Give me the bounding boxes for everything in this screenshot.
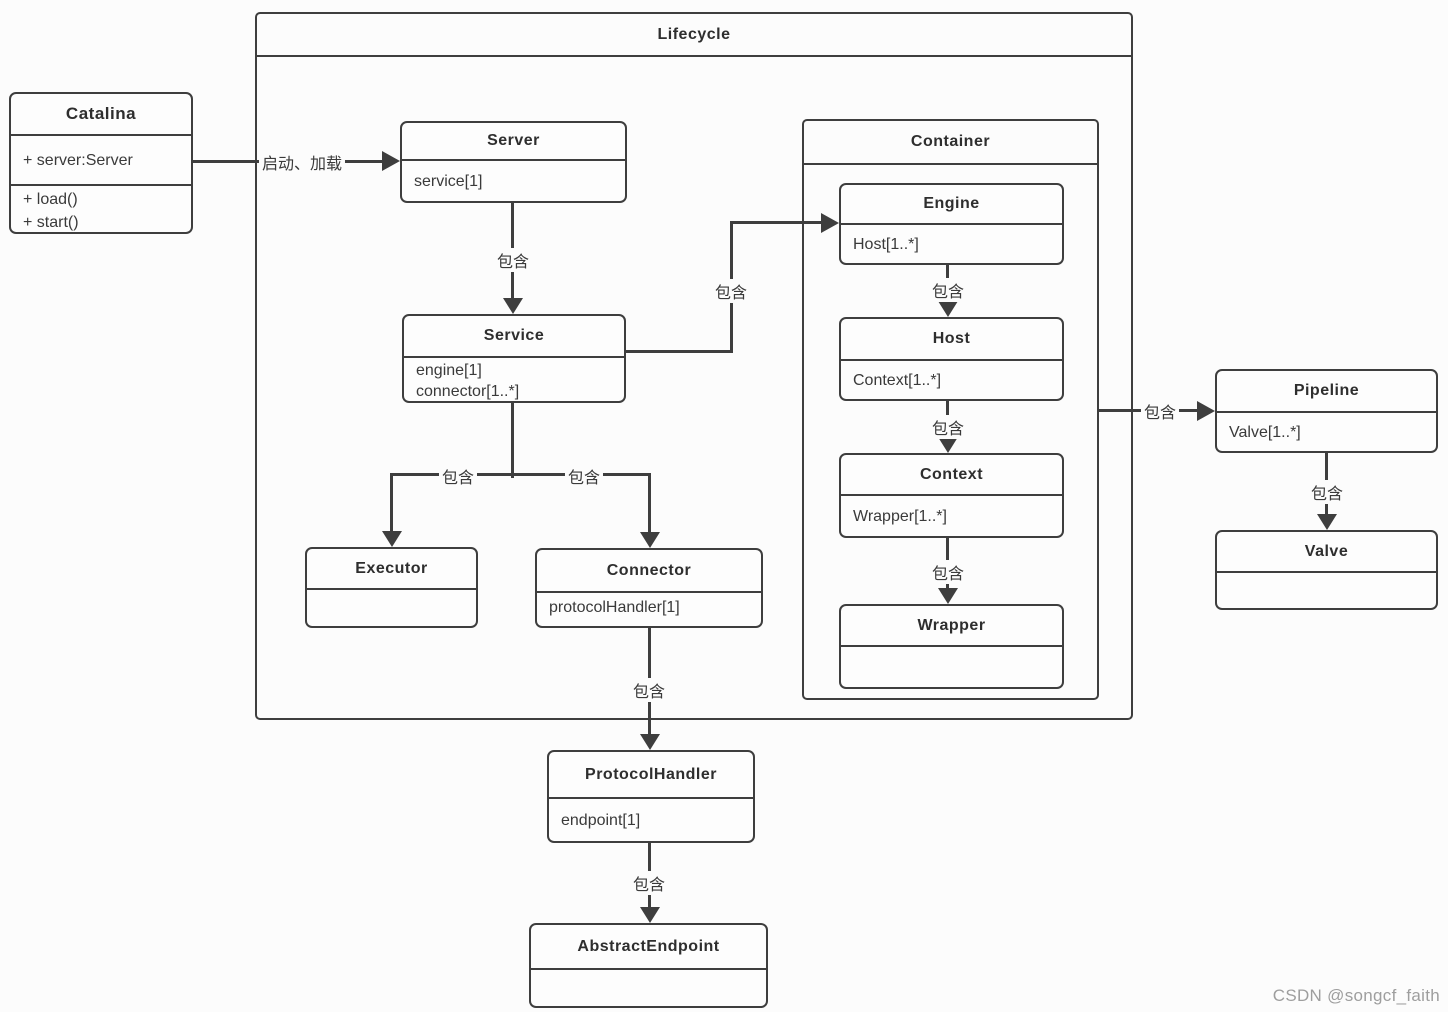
- edge-container-pipeline-arrowhead: [1197, 401, 1215, 421]
- edge-service-engine-line-3: [732, 221, 821, 224]
- class-protocolhandler-attributes: endpoint[1]: [549, 799, 753, 841]
- edge-host-context-label: 包含: [928, 415, 968, 439]
- class-service: Service engine[1] connector[1..*]: [402, 314, 626, 403]
- frame-lifecycle-title: Lifecycle: [257, 14, 1131, 57]
- class-engine-attributes: Host[1..*]: [841, 225, 1062, 263]
- edge-service-split-stem: [511, 403, 514, 478]
- class-context: Context Wrapper[1..*]: [839, 453, 1064, 538]
- class-catalina-attributes: + server:Server: [11, 136, 191, 184]
- class-context-attributes: Wrapper[1..*]: [841, 496, 1062, 536]
- edge-service-engine-label: 包含: [711, 279, 751, 303]
- class-catalina: Catalina + server:Server + load() + star…: [9, 92, 193, 234]
- class-valve: Valve: [1215, 530, 1438, 610]
- class-server-title: Server: [402, 123, 625, 161]
- class-server-attributes: service[1]: [402, 161, 625, 201]
- class-pipeline-title: Pipeline: [1217, 371, 1436, 413]
- class-host: Host Context[1..*]: [839, 317, 1064, 401]
- class-server: Server service[1]: [400, 121, 627, 203]
- edge-service-executor-label: 包含: [438, 464, 478, 488]
- class-abstractendpoint-body-empty: [531, 970, 766, 1006]
- edge-service-executor-line: [390, 473, 393, 531]
- attribute: + server:Server: [23, 151, 133, 169]
- edge-pipeline-valve-label: 包含: [1307, 480, 1347, 504]
- attribute: Wrapper[1..*]: [853, 507, 947, 525]
- class-executor: Executor: [305, 547, 478, 628]
- frame-container: Container: [802, 119, 1099, 700]
- class-catalina-title: Catalina: [11, 94, 191, 136]
- class-executor-title: Executor: [307, 549, 476, 590]
- edge-context-wrapper-arrowhead: [938, 588, 958, 604]
- attribute: Context[1..*]: [853, 371, 942, 389]
- edge-engine-host-label: 包含: [928, 278, 968, 302]
- edge-context-wrapper-label: 包含: [928, 560, 968, 584]
- class-pipeline-attributes: Valve[1..*]: [1217, 413, 1436, 451]
- method: + load(): [23, 191, 78, 208]
- frame-lifecycle: Lifecycle: [255, 12, 1133, 720]
- class-engine-title: Engine: [841, 185, 1062, 225]
- class-executor-body-empty: [307, 590, 476, 626]
- edge-service-executor-arrowhead: [382, 531, 402, 547]
- edge-connector-protocolhandler-label: 包含: [629, 678, 669, 702]
- edge-service-engine-line-1: [626, 350, 733, 353]
- attribute: protocolHandler[1]: [549, 599, 680, 616]
- edge-service-connector-label: 包含: [564, 464, 604, 488]
- class-host-attributes: Context[1..*]: [841, 361, 1062, 399]
- class-abstractendpoint-title: AbstractEndpoint: [531, 925, 766, 970]
- frame-container-title: Container: [804, 121, 1097, 165]
- class-wrapper-title: Wrapper: [841, 606, 1062, 647]
- class-context-title: Context: [841, 455, 1062, 496]
- edge-container-pipeline-label: 包含: [1140, 399, 1180, 423]
- edge-connector-protocolhandler-arrowhead: [640, 734, 660, 750]
- class-connector: Connector protocolHandler[1]: [535, 548, 763, 628]
- class-service-attributes: engine[1] connector[1..*]: [404, 358, 624, 404]
- class-valve-body-empty: [1217, 573, 1436, 608]
- edge-host-context-arrowhead: [938, 437, 958, 453]
- edge-catalina-server-label: 启动、加载: [258, 150, 346, 174]
- method: + start(): [23, 214, 79, 231]
- edge-catalina-server-arrowhead: [382, 151, 400, 171]
- edge-service-connector-line: [648, 473, 651, 532]
- class-abstractendpoint: AbstractEndpoint: [529, 923, 768, 1008]
- edge-pipeline-valve-arrowhead: [1317, 514, 1337, 530]
- class-connector-title: Connector: [537, 550, 761, 593]
- class-catalina-methods: + load() + start(): [11, 184, 191, 236]
- attribute: connector[1..*]: [416, 383, 520, 400]
- class-engine: Engine Host[1..*]: [839, 183, 1064, 265]
- edge-service-connector-arrowhead: [640, 532, 660, 548]
- edge-server-service-label: 包含: [493, 248, 533, 272]
- class-connector-attributes: protocolHandler[1]: [537, 593, 761, 626]
- class-pipeline: Pipeline Valve[1..*]: [1215, 369, 1438, 453]
- edge-protocolhandler-abstractendpoint-arrowhead: [640, 907, 660, 923]
- class-wrapper-body-empty: [841, 647, 1062, 687]
- edge-engine-host-arrowhead: [938, 301, 958, 317]
- attribute: engine[1]: [416, 362, 482, 379]
- class-service-title: Service: [404, 316, 624, 358]
- attribute: service[1]: [414, 172, 483, 190]
- class-protocolhandler-title: ProtocolHandler: [549, 752, 753, 799]
- edge-server-service-arrowhead: [503, 298, 523, 314]
- edge-service-engine-arrowhead: [821, 213, 839, 233]
- attribute: endpoint[1]: [561, 811, 641, 829]
- class-wrapper: Wrapper: [839, 604, 1064, 689]
- attribute: Valve[1..*]: [1229, 423, 1301, 441]
- edge-service-split-bar: [390, 473, 651, 476]
- attribute: Host[1..*]: [853, 235, 919, 253]
- edge-protocolhandler-abstractendpoint-label: 包含: [629, 871, 669, 895]
- class-protocolhandler: ProtocolHandler endpoint[1]: [547, 750, 755, 843]
- class-valve-title: Valve: [1217, 532, 1436, 573]
- class-host-title: Host: [841, 319, 1062, 361]
- watermark: CSDN @songcf_faith: [1272, 986, 1440, 1005]
